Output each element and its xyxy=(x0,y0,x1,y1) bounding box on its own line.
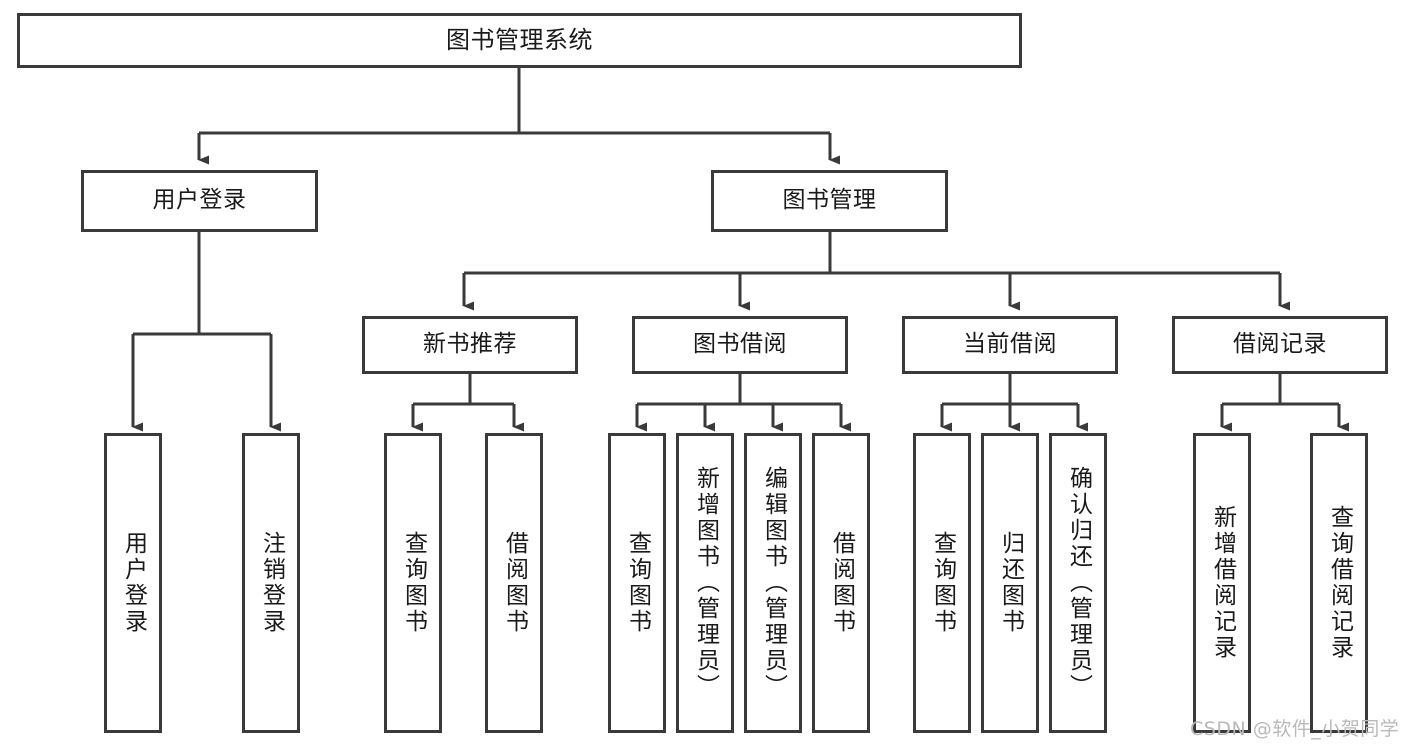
node-label: 图书管理系统 xyxy=(446,26,593,55)
node-label: 借阅图书 xyxy=(828,531,855,635)
node-label: 查询图书 xyxy=(400,531,427,635)
node-label: 查询图书 xyxy=(624,531,651,635)
leaf-user-login-logout[interactable]: 注销登录 xyxy=(242,433,300,733)
leaf-current-return-book[interactable]: 归还图书 xyxy=(981,433,1039,733)
leaf-record-add-record[interactable]: 新增借阅记录 xyxy=(1193,433,1251,733)
node-label: 查询借阅记录 xyxy=(1326,505,1353,661)
node-user-login[interactable]: 用户登录 xyxy=(81,170,318,232)
node-label: 新书推荐 xyxy=(423,331,517,358)
leaf-recommend-query-book[interactable]: 查询图书 xyxy=(384,433,442,733)
node-label: 查询图书 xyxy=(929,531,956,635)
leaf-borrow-borrow-book[interactable]: 借阅图书 xyxy=(812,433,870,733)
leaf-current-query-book[interactable]: 查询图书 xyxy=(913,433,971,733)
node-label: 新增借阅记录 xyxy=(1209,505,1236,661)
node-label: 确认归还（管理员） xyxy=(1065,466,1092,700)
leaf-current-confirm-return-admin[interactable]: 确认归还（管理员） xyxy=(1049,433,1107,733)
node-book-borrow[interactable]: 图书借阅 xyxy=(632,316,848,374)
node-label: 图书管理 xyxy=(782,187,877,214)
node-borrow-record[interactable]: 借阅记录 xyxy=(1172,316,1388,374)
node-label: 归还图书 xyxy=(997,531,1024,635)
node-label: 用户登录 xyxy=(152,187,247,214)
node-root-system[interactable]: 图书管理系统 xyxy=(17,13,1022,68)
leaf-borrow-add-book-admin[interactable]: 新增图书（管理员） xyxy=(676,433,734,733)
node-label: 编辑图书（管理员） xyxy=(760,466,787,700)
node-new-book-recommend[interactable]: 新书推荐 xyxy=(362,316,578,374)
csdn-watermark: CSDN @软件_小贺同学 xyxy=(1190,718,1400,740)
node-label: 借阅图书 xyxy=(501,531,528,635)
leaf-recommend-borrow-book[interactable]: 借阅图书 xyxy=(485,433,543,733)
leaf-borrow-edit-book-admin[interactable]: 编辑图书（管理员） xyxy=(744,433,802,733)
node-current-borrow[interactable]: 当前借阅 xyxy=(902,316,1118,374)
node-label: 注销登录 xyxy=(258,531,285,635)
leaf-borrow-query-book[interactable]: 查询图书 xyxy=(608,433,666,733)
node-label: 借阅记录 xyxy=(1233,331,1327,358)
node-label: 当前借阅 xyxy=(963,331,1057,358)
node-book-management[interactable]: 图书管理 xyxy=(711,170,948,232)
leaf-record-query-record[interactable]: 查询借阅记录 xyxy=(1310,433,1368,733)
leaf-user-login-login[interactable]: 用户登录 xyxy=(104,433,162,733)
node-label: 用户登录 xyxy=(120,531,147,635)
node-label: 图书借阅 xyxy=(693,331,787,358)
node-label: 新增图书（管理员） xyxy=(692,466,719,700)
